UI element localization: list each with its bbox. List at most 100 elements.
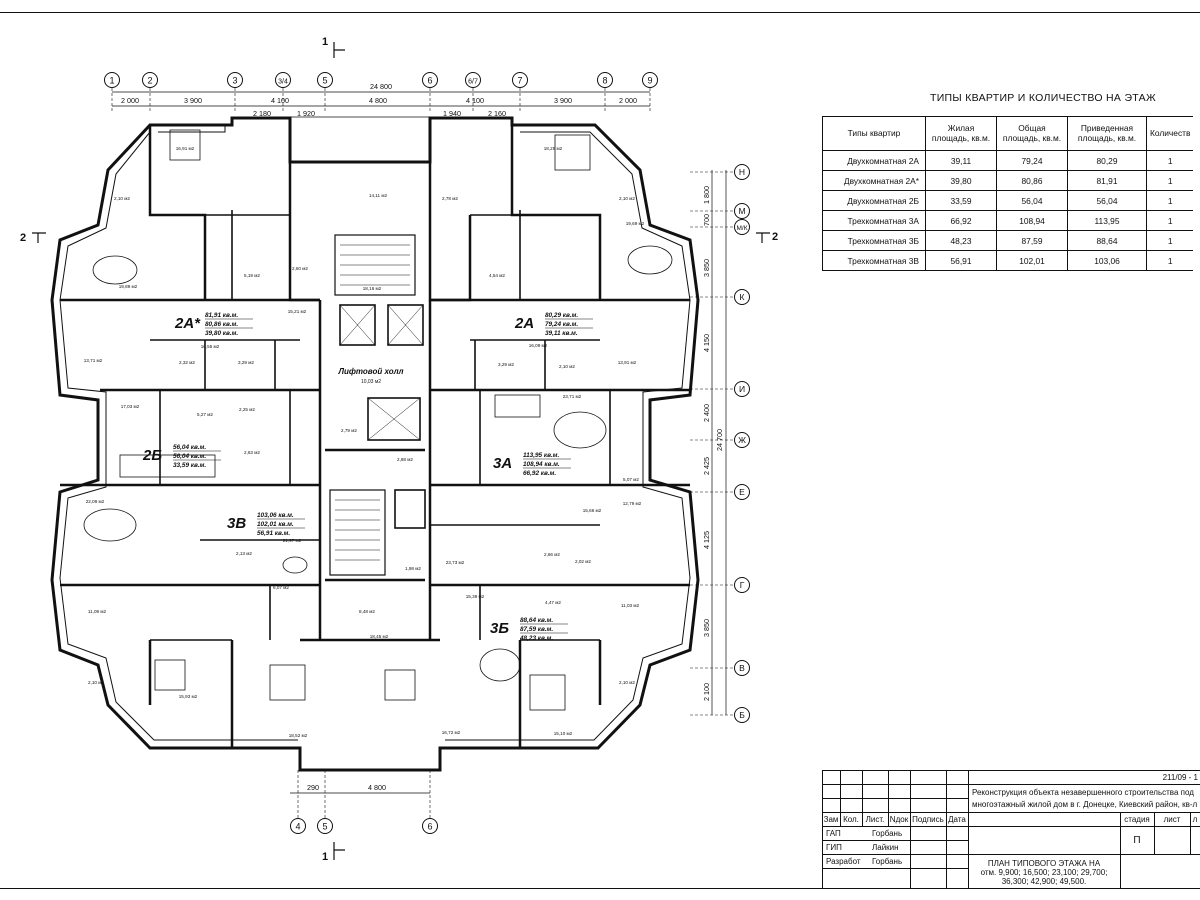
table-cell: 1	[1146, 210, 1194, 231]
room-area: 18,52 м2	[289, 733, 308, 738]
lift-hall-label: Лифтовой холл 10,03 м2	[337, 367, 403, 385]
table-cell: 48,23	[925, 230, 997, 251]
col-header: Типы квартир	[822, 116, 926, 151]
svg-text:3Б: 3Б	[490, 620, 509, 637]
person-role: ГАП	[826, 828, 841, 838]
axis-bubble-bottom: 4	[290, 818, 306, 834]
svg-text:102,01 кв.м.: 102,01 кв.м.	[257, 521, 294, 528]
svg-text:2: 2	[147, 76, 152, 86]
dim-right: 700	[702, 214, 711, 226]
table-cell: 1	[1146, 250, 1194, 271]
room-area: 17,03 м2	[121, 404, 140, 409]
project-description-1: Реконструкция объекта незавершенного стр…	[972, 787, 1194, 797]
svg-text:56,04 кв.м.: 56,04 кв.м.	[173, 453, 206, 460]
svg-text:2А*: 2А*	[174, 315, 201, 332]
dim-bottom: 290	[307, 783, 319, 792]
section-mark-bottom: 1	[322, 851, 328, 863]
svg-text:80,29 кв.м.: 80,29 кв.м.	[545, 312, 578, 319]
room-area: 13,71 м2	[84, 358, 103, 363]
stamp-col-header: Дата	[948, 814, 966, 824]
table-cell: 56,04	[1067, 190, 1147, 211]
room-area: 16,72 м2	[442, 730, 461, 735]
room-area: 16,91 м2	[176, 146, 195, 151]
table-cell: Двухкомнатная 2Б	[822, 190, 926, 211]
room-area: 4,54 м2	[489, 273, 505, 278]
svg-text:6: 6	[427, 76, 432, 86]
svg-text:48,23 кв.м.: 48,23 кв.м.	[519, 635, 553, 642]
axis-bubble-right: И	[734, 381, 750, 397]
axis-bubble-right: Ж	[734, 432, 750, 448]
title-block: 211/09 - 1 Реконструкция объекта незавер…	[822, 770, 1200, 888]
room-area: 21,97 м2	[283, 538, 302, 543]
axis-bubble-top: 3	[227, 72, 243, 88]
room-area: 11,09 м2	[88, 609, 107, 614]
room-area: 23,73 м2	[446, 560, 465, 565]
room-area: 8,48 м2	[359, 609, 375, 614]
room-area: 2,10 м2	[88, 680, 104, 685]
svg-text:6/7: 6/7	[468, 79, 478, 86]
table-cell: Трехкомнатная 3В	[822, 250, 926, 271]
dim-right: 1 800	[702, 186, 711, 204]
table-cell: 108,94	[996, 210, 1068, 231]
room-area: 2,78 м2	[442, 196, 458, 201]
svg-text:1: 1	[109, 76, 114, 86]
table-cell: 33,59	[925, 190, 997, 211]
svg-text:3В: 3В	[227, 515, 246, 532]
table-cell: Трехкомнатная 3А	[822, 210, 926, 231]
dim-top: 3 900	[554, 96, 572, 105]
dim-overall: 24 800	[370, 82, 392, 91]
room-area: 18,45 м2	[370, 634, 389, 639]
svg-text:3/4: 3/4	[278, 79, 288, 86]
table-cell: 113,95	[1067, 210, 1147, 231]
frame-bottom-line	[0, 888, 1200, 889]
room-area: 16,09 м2	[529, 343, 548, 348]
table-header-row: Типы квартир Жилая площадь, кв.м. Общая …	[822, 116, 1194, 151]
axis-bubble-right: Е	[734, 484, 750, 500]
svg-text:И: И	[739, 384, 745, 394]
axis-bubble-right: М	[734, 203, 750, 219]
svg-text:3А: 3А	[493, 455, 512, 472]
room-area: 16,55 м2	[201, 344, 220, 349]
room-area: 2,32 м2	[179, 360, 195, 365]
room-area: 15,39 м2	[466, 594, 485, 599]
table-cell: 88,64	[1067, 230, 1147, 251]
svg-text:103,06 кв.м.: 103,06 кв.м.	[257, 512, 294, 519]
table-cell: Двухкомнатная 2А	[822, 150, 926, 171]
svg-text:7: 7	[517, 76, 522, 86]
room-area: 22,09 м2	[86, 499, 105, 504]
stamp-col-header: Лист.	[865, 814, 885, 824]
axis-bubble-bottom: 5	[317, 818, 333, 834]
svg-text:108,94 кв.м.: 108,94 кв.м.	[523, 461, 560, 468]
svg-text:М: М	[738, 206, 745, 216]
sheet-title-marks: 36,300; 42,900; 49,500.	[1001, 876, 1087, 886]
section-marks: 1 1 2 2	[20, 36, 778, 863]
stamp-col-header: Подпись	[912, 814, 944, 824]
room-area: 13,91 м2	[618, 360, 637, 365]
dim-right: 2 400	[702, 404, 711, 422]
room-area: 15,93 м2	[179, 694, 198, 699]
lift-hall-area: 10,03 м2	[361, 379, 381, 385]
axis-bubble-bottom: 6	[422, 818, 438, 834]
svg-text:81,91 кв.м.: 81,91 кв.м.	[205, 312, 238, 319]
axis-bubble-top: 7	[512, 72, 528, 88]
table-cell: 103,06	[1067, 250, 1147, 271]
plan-walls	[50, 116, 700, 772]
axis-bubble-top: 2	[142, 72, 158, 88]
svg-text:В: В	[739, 663, 745, 673]
svg-text:3: 3	[232, 76, 237, 86]
svg-text:56,91 кв.м.: 56,91 кв.м.	[257, 530, 290, 537]
dim-top: 2 000	[619, 96, 637, 105]
svg-text:К: К	[740, 292, 745, 302]
table-cell: 81,91	[1067, 170, 1147, 191]
dim-top: 4 100	[466, 96, 484, 105]
room-area: 5,19 м2	[244, 273, 260, 278]
table-cell: 1	[1146, 190, 1194, 211]
